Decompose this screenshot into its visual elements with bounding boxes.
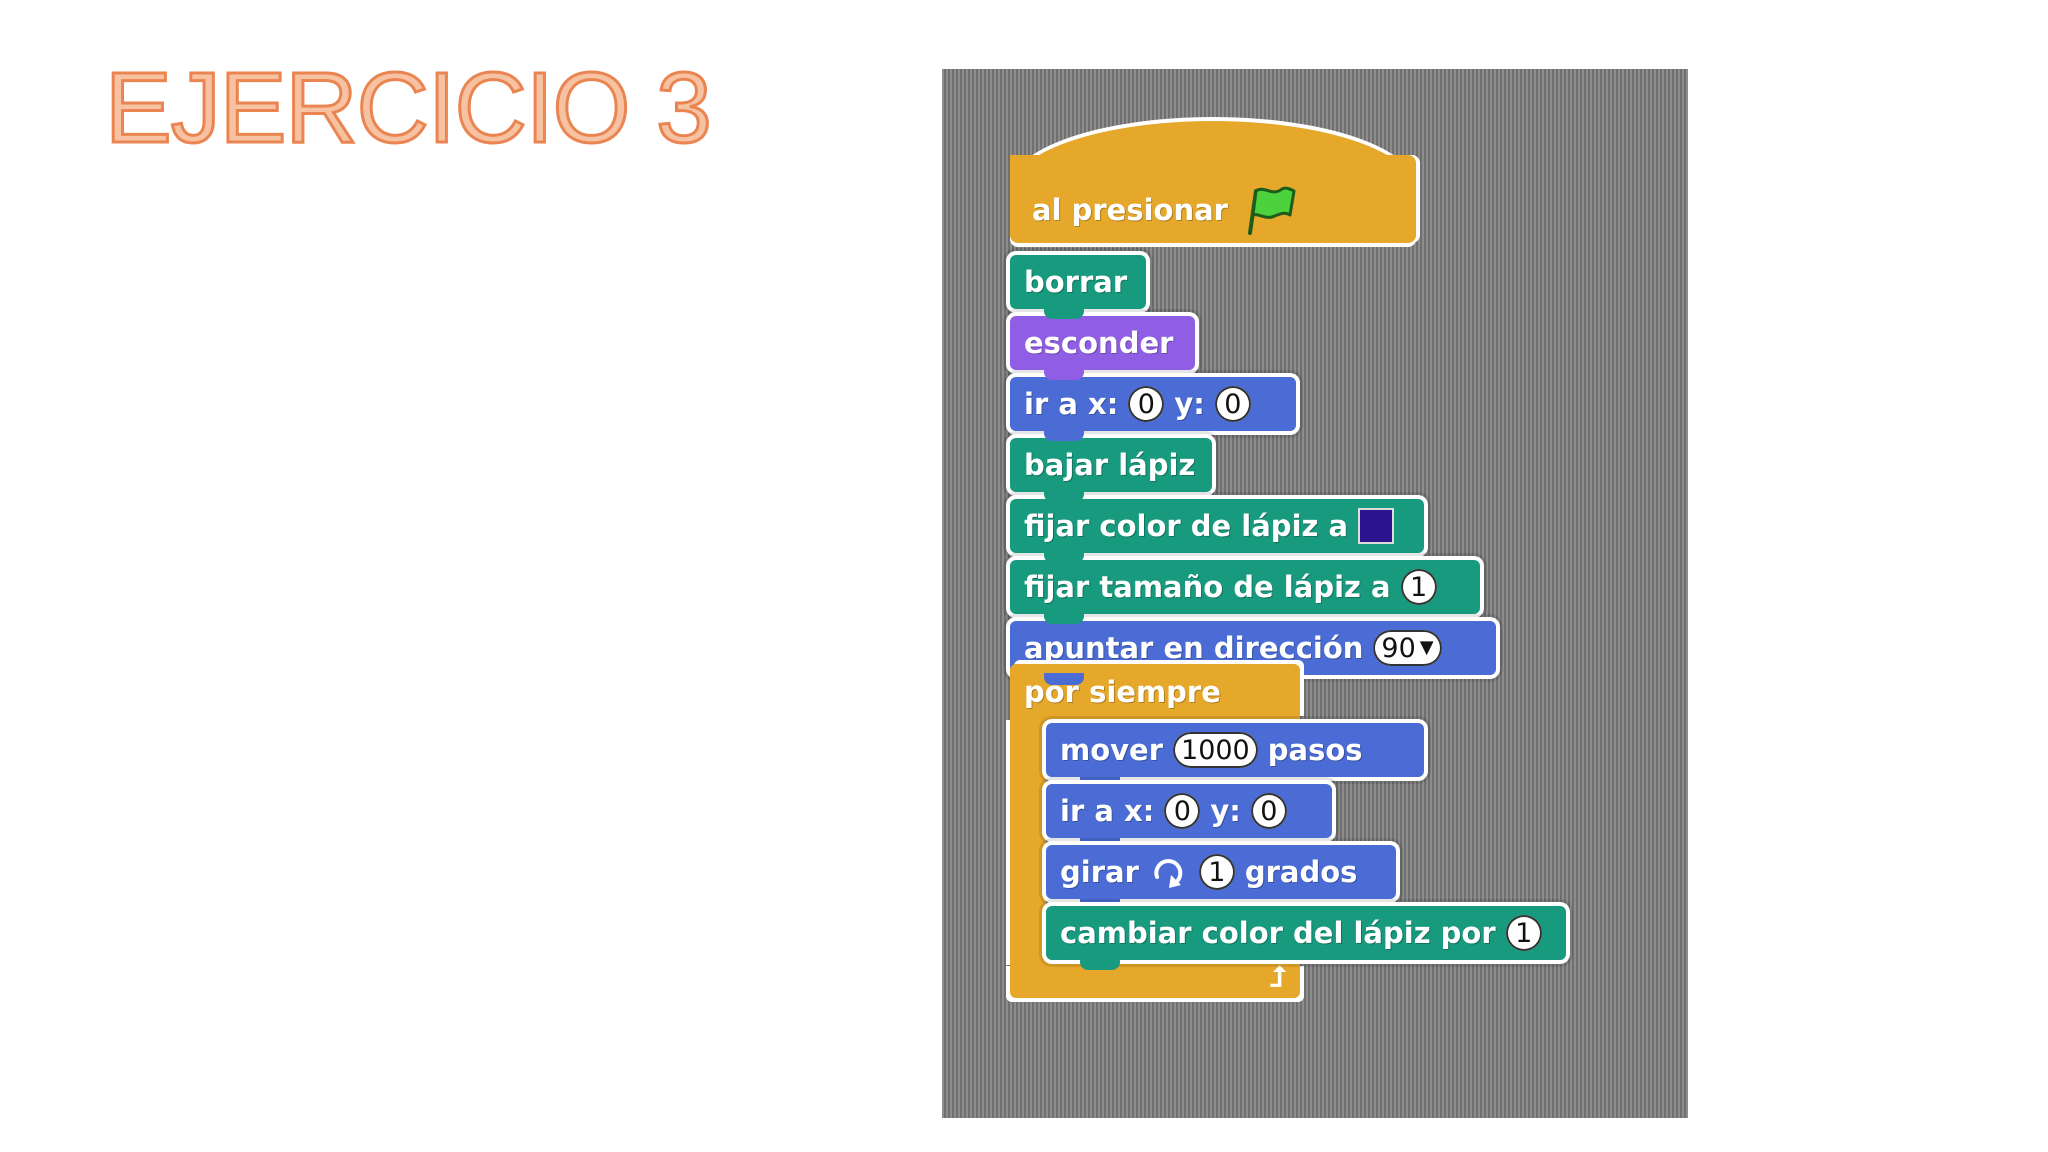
x-input-loop[interactable]: 0 [1164, 793, 1201, 829]
point-in-direction-block[interactable]: apuntar en dirección 90 ▼ [1010, 621, 1496, 685]
clear-block[interactable]: borrar [1010, 255, 1146, 319]
green-flag-icon [1247, 186, 1296, 235]
set-pen-size-block[interactable]: fijar tamaño de lápiz a 1 [1010, 560, 1480, 624]
point-in-direction-label: apuntar en dirección [1024, 630, 1364, 665]
clear-block-label: borrar [1024, 264, 1128, 299]
rotate-clockwise-icon [1154, 859, 1183, 888]
hide-block[interactable]: esconder [1010, 316, 1195, 380]
go-to-x-label: ir a x: [1024, 386, 1119, 421]
y-input[interactable]: 0 [1214, 386, 1251, 422]
pen-color-swatch[interactable] [1358, 508, 1395, 544]
set-pen-color-label: fijar color de lápiz a [1024, 508, 1349, 543]
pen-size-input[interactable]: 1 [1400, 569, 1437, 605]
forever-block[interactable]: por siempre ⮥ [1010, 664, 1300, 1001]
pen-down-label: bajar lápiz [1024, 447, 1196, 482]
hide-block-label: esconder [1024, 325, 1174, 360]
hat-block-body[interactable]: al presionar [1010, 155, 1416, 243]
go-to-xy-block-loop[interactable]: ir a x: 0 y: 0 [1046, 784, 1332, 848]
when-flag-clicked-block[interactable]: al presionar [1010, 121, 1416, 243]
y-input-loop[interactable]: 0 [1250, 793, 1287, 829]
direction-dropdown[interactable]: 90 ▼ [1373, 630, 1442, 666]
slide-title: EJERCICIO 3 [104, 52, 714, 164]
turn-degrees-block[interactable]: girar 1 grados [1046, 845, 1396, 909]
steps-input[interactable]: 1000 [1173, 732, 1258, 768]
go-to-y-label: y: [1174, 386, 1205, 421]
go-to-y-label-loop: y: [1210, 793, 1241, 828]
go-to-xy-block[interactable]: ir a x: 0 y: 0 [1010, 377, 1296, 441]
go-to-x-label-loop: ir a x: [1060, 793, 1155, 828]
set-pen-color-block[interactable]: fijar color de lápiz a [1010, 499, 1424, 563]
forever-block-arm [1010, 720, 1046, 965]
chevron-down-icon: ▼ [1419, 637, 1434, 658]
turn-suffix: grados [1244, 854, 1358, 889]
set-pen-size-label: fijar tamaño de lápiz a [1024, 569, 1391, 604]
forever-block-header[interactable]: por siempre [1010, 664, 1300, 720]
scripts-area[interactable]: al presionar borrar esconder ir a x: 0 y… [942, 69, 1688, 1118]
move-suffix: pasos [1267, 732, 1363, 767]
loop-arrow-icon: ⮥ [1269, 960, 1286, 993]
direction-value: 90 [1381, 632, 1416, 664]
change-pen-color-block[interactable]: cambiar color del lápiz por 1 [1046, 906, 1566, 970]
move-label: mover [1060, 732, 1164, 767]
x-input[interactable]: 0 [1128, 386, 1165, 422]
pen-down-block[interactable]: bajar lápiz [1010, 438, 1212, 502]
move-steps-block[interactable]: mover 1000 pasos [1046, 723, 1424, 787]
pen-color-change-input[interactable]: 1 [1505, 915, 1542, 951]
turn-label: girar [1060, 854, 1139, 889]
change-pen-color-label: cambiar color del lápiz por [1060, 915, 1496, 950]
forever-block-footer: ⮥ [1010, 960, 1300, 998]
hat-block-label: al presionar [1032, 193, 1228, 227]
degrees-input[interactable]: 1 [1198, 854, 1235, 890]
